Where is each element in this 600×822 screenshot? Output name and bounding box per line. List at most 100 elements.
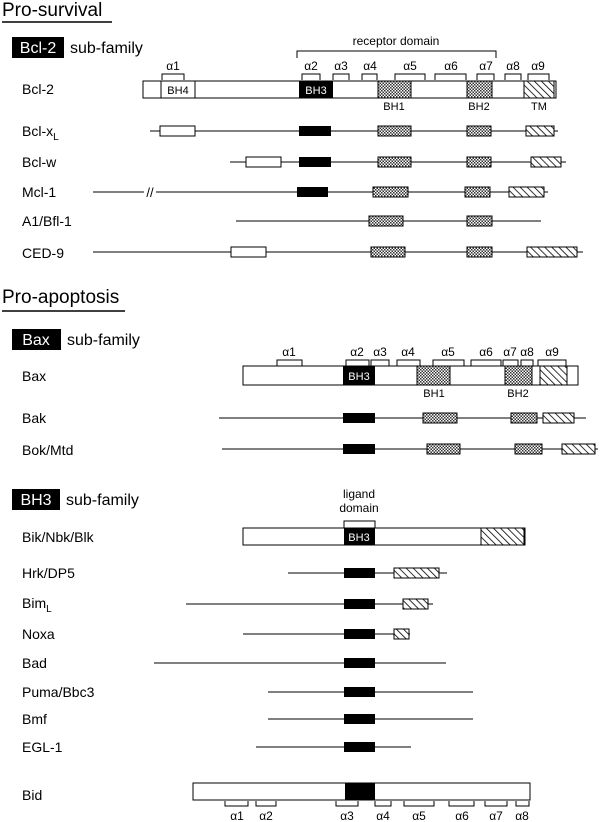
bcl-xl-bh1-domain [377,125,412,137]
pro-survival-heading: Pro-survival [2,0,102,21]
bax-subfamily-badge: Bax [22,332,50,349]
bax-protein-bar [242,365,579,386]
bid-helix-brackets [224,801,530,807]
protein-label-bmf: Bmf [22,711,47,727]
bax-helix-labels: α1 α2 α3 α4 α5 α6 α7 α8 α9 [282,345,559,359]
helix-label: α9 [531,59,545,73]
egl-1-bh3-domain [344,742,375,752]
a1-bh1-domain [368,215,404,227]
hrk-tm-domain [393,567,440,579]
bcl2-helix-labels: α1 α2 α3 α4 α5 α6 α7 α8 α9 [166,59,545,73]
helix-label: α4 [401,345,415,359]
ced-9-bh4-domain [230,246,267,258]
bh1-label: BH1 [423,388,444,400]
bh3-subfamily-suffix: sub-family [66,492,139,509]
helix-label: α7 [479,59,493,73]
helix-label: α4 [363,59,377,73]
bh3-label: BH3 [348,532,369,544]
bh3-label: BH3 [348,371,369,383]
ligand-domain-label-line2: domain [339,501,378,515]
protein-label-hrk: Hrk/DP5 [22,565,75,581]
mcl-1-bh2-domain [464,186,491,198]
helix-label: α8 [515,809,529,822]
bcl-w-bh3-domain [299,157,331,167]
bik-protein-bar [242,527,526,546]
protein-name: Bcl-x [22,123,53,139]
bax-bh2-domain [504,365,533,386]
helix-label: α4 [376,809,390,822]
bim-bh3-domain [344,599,375,609]
bcl-xl-tm-domain [525,125,555,137]
protein-subscript: L [46,604,52,615]
protein-label-egl-1: EGL-1 [22,739,63,755]
protein-label-bad: Bad [22,655,47,671]
protein-label-puma: Puma/Bbc3 [22,684,95,700]
helix-label: α6 [479,345,493,359]
bh4-label: BH4 [167,85,188,97]
bcl2-bh3-domain [299,81,333,98]
bcl2-helix-brackets [161,73,550,80]
helix-label: α3 [340,809,354,822]
ced-9-tm-domain [526,246,578,258]
bh3-subfamily-badge: BH3 [20,492,51,509]
mcl-1-tm-domain [508,186,545,198]
protein-label-mcl-1: Mcl-1 [22,184,56,200]
bax-bh1-domain [416,365,451,386]
bim-tm-domain [402,598,429,610]
helix-label: α7 [503,345,517,359]
protein-label-bik: Bik/Nbk/Blk [22,529,95,545]
protein-label-bcl-w: Bcl-w [22,154,57,170]
bh2-label: BH2 [468,101,489,113]
helix-label: α1 [282,345,296,359]
protein-label-bok-mtd: Bok/Mtd [22,442,73,458]
bad-bh3-domain [344,658,375,668]
bcl-xl-bh4-domain [159,125,196,137]
bcl2-tm-domain [523,80,555,99]
helix-label: α8 [506,59,520,73]
protein-label-a1-bfl-1: A1/Bfl-1 [22,213,72,229]
mcl-1-break-mark: // [146,185,154,200]
ligand-domain-label-line1: ligand [343,487,375,501]
bok-bh1-domain [426,443,461,455]
protein-label-bim-l: BimL [22,595,52,615]
helix-label: α2 [350,345,364,359]
protein-label-bid: Bid [22,787,42,803]
bax-tm-domain [539,365,568,386]
helix-label: α2 [259,809,273,822]
hrk-bh3-domain [344,568,375,578]
ced-9-bh1-domain [370,246,406,258]
bh1-label: BH1 [383,101,404,113]
bcl2-subfamily-suffix: sub-family [70,40,143,57]
protein-name: Bim [22,595,46,611]
bik-bh3-domain [344,528,375,545]
tm-label: TM [531,101,547,113]
helix-label: α6 [444,59,458,73]
bcl2-subfamily-badge: Bcl-2 [20,40,57,57]
bcl-w-bh4-domain [245,156,282,168]
bcl-xl-bh3-domain [299,126,331,136]
pro-apoptosis-heading: Pro-apoptosis [2,287,119,308]
bh2-label: BH2 [507,388,528,400]
bak-bh3-domain [343,413,375,423]
protein-label-ced-9: CED-9 [22,245,64,261]
helix-label: α3 [373,345,387,359]
bcl2-badge-bg [12,37,64,58]
bok-bh2-domain [514,443,543,455]
a1-bh2-domain [466,215,493,227]
bcl2-bh4-domain [160,80,196,99]
helix-label: α1 [230,809,244,822]
bcl2-protein-bar [142,80,557,99]
helix-label: α2 [304,59,318,73]
bcl-xl-bh2-domain [466,125,492,137]
bcl-w-bh1-domain [377,156,412,168]
bid-helix-labels: α1 α2 α3 α4 α5 α6 α7 α8 [230,809,529,822]
helix-label: α7 [489,809,503,822]
receptor-domain-bracket [296,50,497,58]
helix-label: α5 [441,345,455,359]
mcl-1-bh1-domain [372,186,409,198]
mcl-1-bh3-domain [297,187,328,197]
bax-bh3-domain [343,366,375,385]
bak-bh1-domain [422,412,458,424]
protein-subscript: L [53,132,59,143]
ced-9-bh2-domain [466,246,493,258]
